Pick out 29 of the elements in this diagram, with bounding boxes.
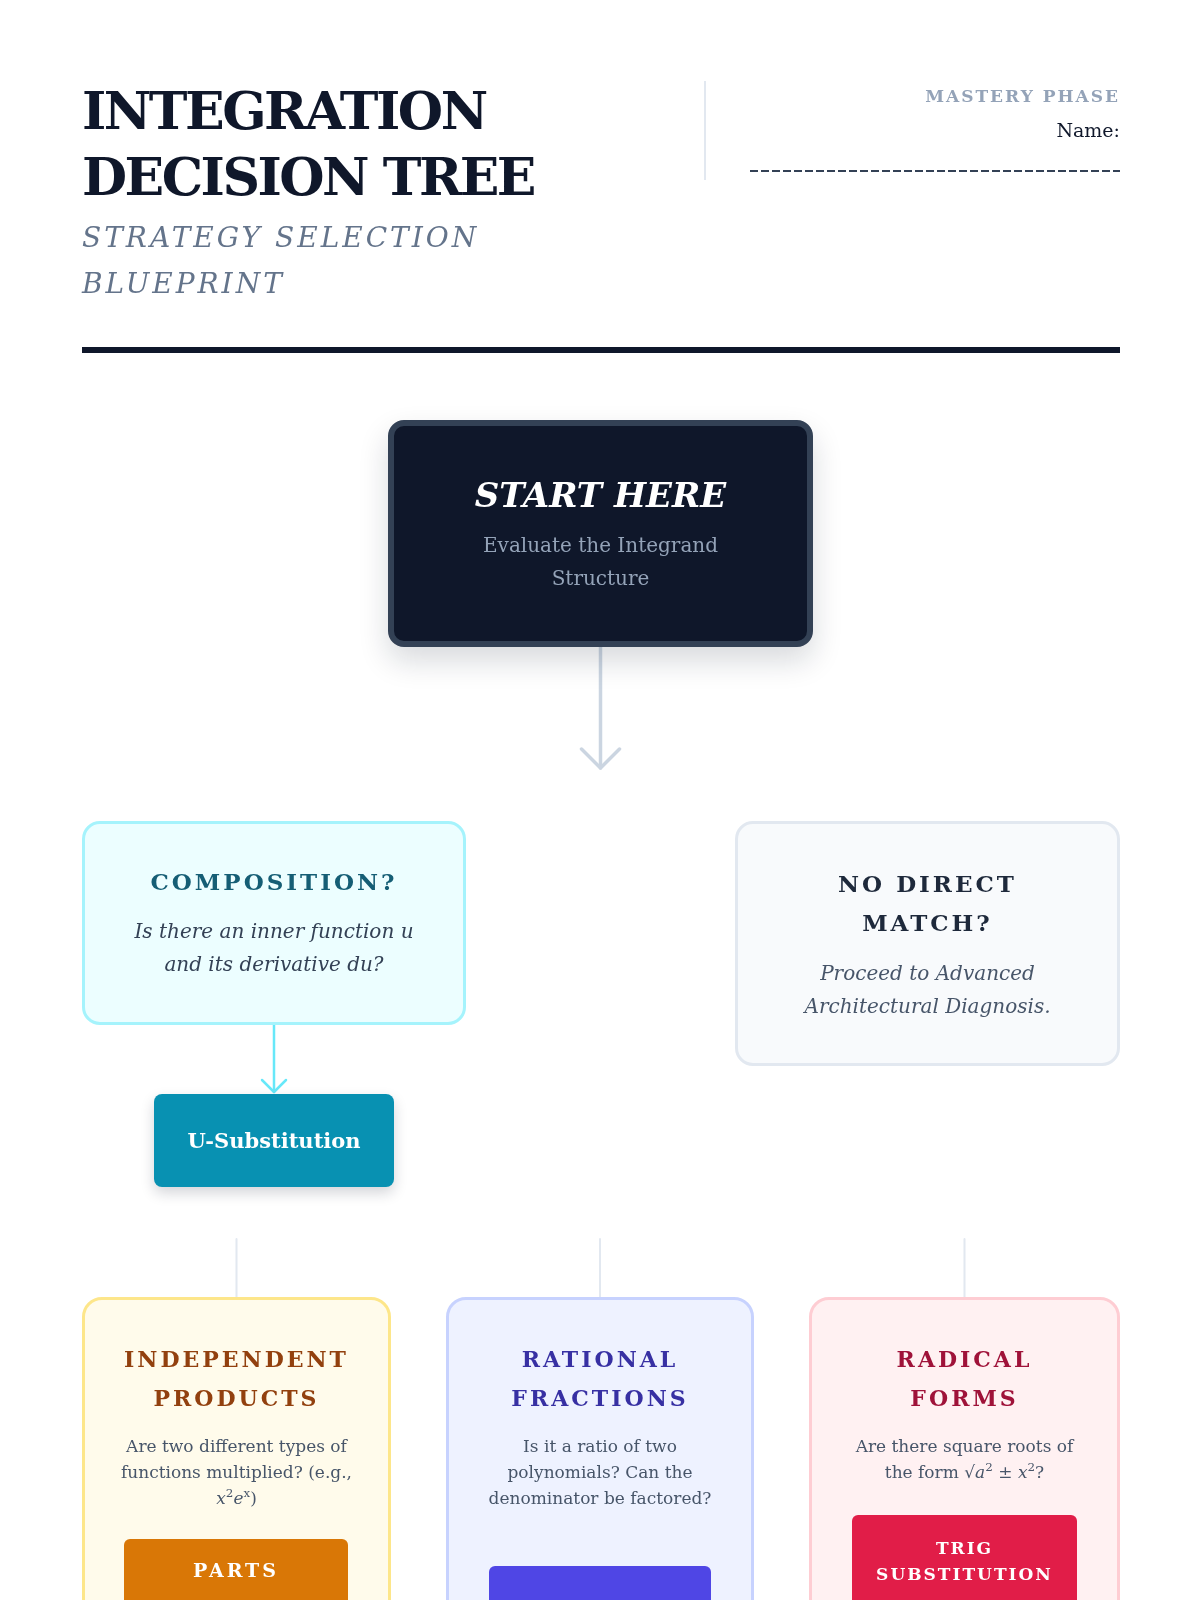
- category-heading: INDEPENDENT PRODUCTS: [123, 1345, 350, 1413]
- category-heading: RADICAL FORMS: [895, 1345, 1034, 1413]
- question-heading: COMPOSITION?: [150, 867, 398, 897]
- start-box: [388, 420, 813, 647]
- category-card: [809, 1297, 1120, 1600]
- page-subtitle: STRATEGY SELECTION BLUEPRINT: [82, 220, 481, 302]
- question-box: [82, 821, 466, 1025]
- strategy-label: U-Substitution: [187, 1126, 361, 1155]
- strategy-box: [852, 1515, 1077, 1600]
- question-box: [735, 821, 1120, 1066]
- category-card: [82, 1297, 391, 1600]
- category-question: Is it a ratio of two polynomials? Can the denominator be factored?: [487, 1435, 713, 1510]
- question-text: Proceed to Advanced Architectural Diagnosis.: [802, 960, 1052, 1020]
- category-card: [446, 1297, 754, 1600]
- strategy-label: PARTS: [193, 1558, 279, 1583]
- start-heading: START HERE: [474, 473, 727, 517]
- arrow: [260, 1023, 288, 1094]
- strategy-box: [154, 1094, 394, 1187]
- question-text: Is there an inner function u and its derivative du?: [133, 918, 415, 978]
- name-label: Name:: [1056, 118, 1120, 142]
- category-question: Are there square roots of the form √a$^{2}$ ± x$^{2}$?: [854, 1435, 1076, 1484]
- page-title: INTEGRATION DECISION TREE: [82, 79, 535, 209]
- category-question: Are two different types of functions multiplied? (e.g., x$^{2}$e$^{x}$): [119, 1435, 354, 1510]
- category-heading: RATIONAL FRACTIONS: [510, 1345, 690, 1413]
- start-description: Evaluate the Integrand Structure: [482, 531, 719, 592]
- phase-label: MASTERY PHASE: [925, 85, 1120, 108]
- question-heading: NO DIRECT MATCH?: [837, 869, 1018, 938]
- strategy-label: TRIG SUBSTITUTION: [875, 1537, 1054, 1586]
- arrow: [579, 645, 622, 770]
